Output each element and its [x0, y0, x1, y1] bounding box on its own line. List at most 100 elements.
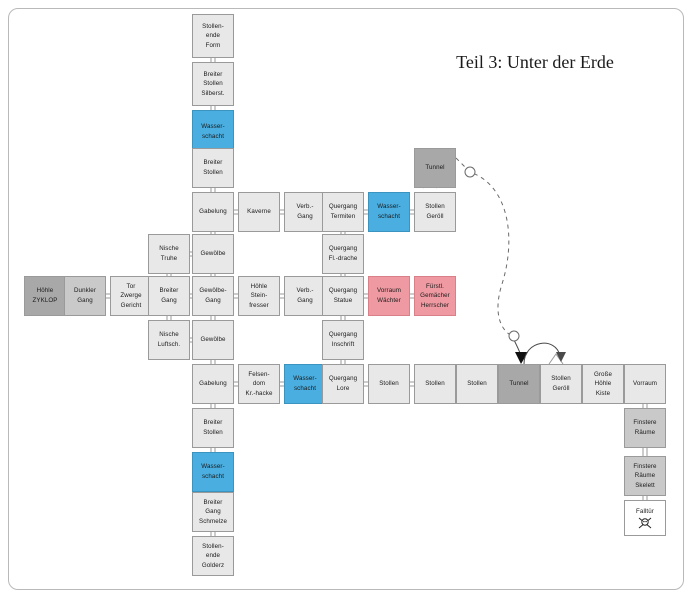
room-node-label: Zwerge [120, 292, 142, 300]
room-node-n11[interactable]: Tunnel [414, 148, 456, 188]
room-node-n26[interactable]: Gewölbe [192, 320, 234, 360]
room-node-label: Gang [297, 213, 313, 220]
room-node-label: Gemächer [420, 292, 450, 300]
room-node-n32[interactable]: Stollen [368, 364, 410, 404]
room-node-n28[interactable]: Gabelung [192, 364, 234, 404]
room-node-label: Breiter [203, 498, 223, 506]
room-node-label: schacht [293, 385, 317, 392]
room-node-label: schacht [377, 213, 401, 220]
room-node-n09[interactable]: Wasser-schacht [368, 192, 410, 232]
room-node-n21[interactable]: Verb.-Gang [284, 276, 326, 316]
room-node-label: Herrscher [420, 301, 450, 309]
room-node-label: Quergang [328, 287, 358, 295]
room-node-label: Höhle [36, 287, 54, 295]
room-node-label: Wasser- [293, 375, 317, 383]
room-node-n38[interactable]: Vorraum [624, 364, 666, 404]
room-node-n30[interactable]: Wasser-schacht [284, 364, 326, 404]
room-node-label: Geröll [552, 385, 570, 392]
room-node-n06[interactable]: Kaverne [238, 192, 280, 232]
room-node-label: Inschrift [331, 341, 355, 348]
edge-vertical-group [166, 58, 648, 536]
room-node-label: Stollen [203, 169, 223, 176]
room-node-label: Stollen [379, 380, 399, 388]
room-node-n34[interactable]: Stollen [456, 364, 498, 404]
room-node-label: Gang [77, 297, 93, 304]
room-node-label: Gang [297, 297, 313, 304]
room-node-label: Stollen [467, 380, 487, 388]
room-node-label: Stollen- [202, 542, 224, 550]
room-node-label: Truhe [160, 255, 178, 262]
room-node-label: Stein- [250, 292, 268, 300]
room-node-label: Kr.-hacke [245, 389, 273, 397]
room-node-label: Skelett [635, 481, 655, 489]
room-node-n35[interactable]: Tunnel [498, 364, 540, 404]
room-node-n33[interactable]: Stollen [414, 364, 456, 404]
room-node-label: Stollen [203, 80, 223, 88]
room-node-n03[interactable]: Wasser-schacht [192, 110, 234, 154]
room-node-label: Gewölbe- [199, 287, 227, 295]
room-node-label: Finstere [633, 419, 657, 427]
room-node-label: Kiste [595, 389, 611, 397]
room-node-label: Stollen [425, 380, 445, 388]
room-node-n05[interactable]: Gabelung [192, 192, 234, 232]
room-node-label: Luftsch. [157, 341, 181, 348]
room-node-label: Verb.- [296, 203, 314, 211]
room-node-label: Form [205, 41, 221, 49]
room-node-label: Fl.-drache [328, 255, 358, 262]
room-node-label: Statue [333, 297, 353, 304]
room-node-n13[interactable]: Gewölbe [192, 234, 234, 274]
room-node-label: Kaverne [247, 208, 271, 216]
room-node-label: Nische [159, 245, 179, 253]
room-node-label: Lore [336, 385, 350, 392]
room-node-n07[interactable]: Verb.- Gang [284, 192, 326, 232]
loop-arrow-path [523, 342, 561, 365]
room-node-label: schacht [201, 473, 225, 480]
room-node-label: Termiten [330, 213, 356, 220]
room-node-label: Geröll [426, 213, 444, 220]
room-node-n19[interactable]: Gewölbe-Gang [192, 276, 234, 316]
room-node-label: dom [252, 380, 266, 388]
room-node-label: Gewölbe [200, 336, 226, 344]
room-node-label: Tunnel [425, 164, 445, 172]
room-node-label: Schmelze [199, 517, 227, 525]
room-node-label: Gang [205, 508, 221, 516]
room-node-label: Tor [126, 282, 136, 290]
room-node-label: Fürstl. [426, 282, 444, 290]
room-node-n41[interactable]: Falltür [624, 500, 666, 536]
room-node-label: fresser [249, 301, 269, 309]
teleport-start-node [464, 166, 476, 178]
room-node-n43[interactable]: Wasser-schacht [192, 452, 234, 492]
room-node-label: Quergang [328, 245, 358, 253]
room-node-label: Gabelung [199, 380, 227, 388]
room-node-label: Quergang [328, 331, 358, 339]
room-node-label: Breiter [203, 70, 223, 78]
